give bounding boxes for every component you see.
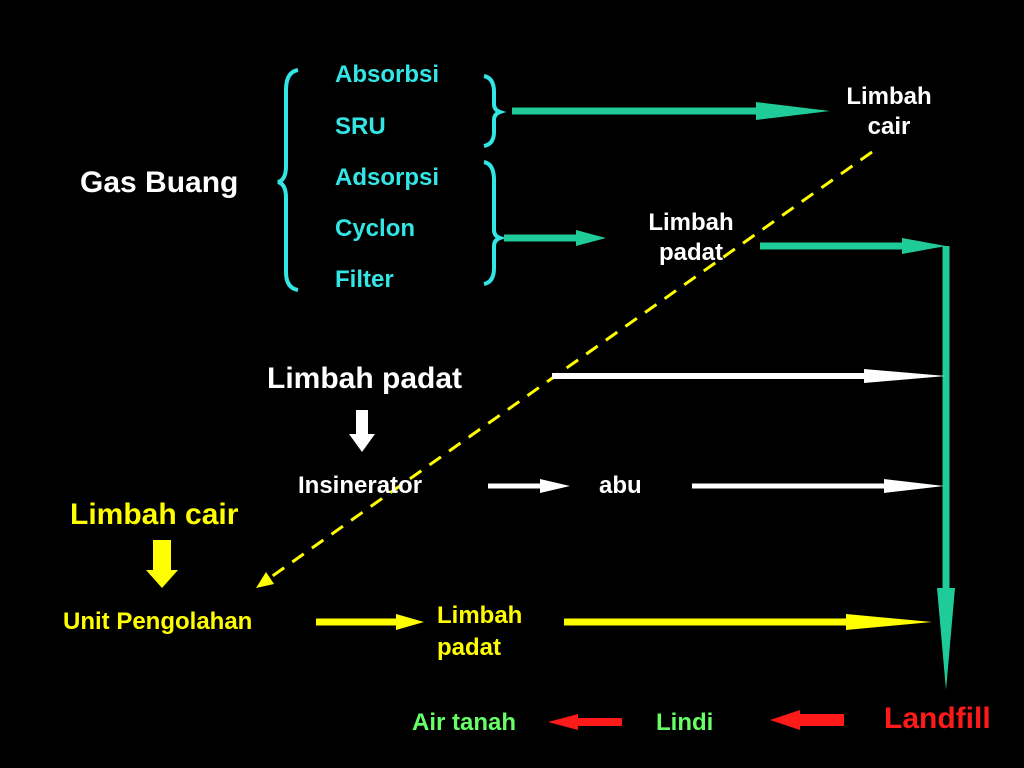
- arrow-down-to-landfill: [937, 246, 955, 690]
- label-process-absorbsi: Absorbsi: [335, 61, 440, 88]
- arrow-lindi-to-air-tanah: [548, 714, 622, 730]
- arrow-insinerator-to-abu: [488, 479, 570, 493]
- arrow-to-limbah-padat-top: [504, 230, 606, 246]
- brace-absorbsi-sru: [483, 74, 507, 148]
- label-process-adsorpsi: Adsorpsi: [335, 164, 440, 191]
- label-air-tanah: Air tanah: [412, 709, 517, 736]
- label-gas-buang: Gas Buang: [80, 166, 239, 199]
- label-landfill: Landfill: [884, 702, 991, 735]
- brace-adsorpsi-filter: [483, 160, 507, 286]
- label-process-sru: SRU: [335, 113, 386, 140]
- label-limbah-padat-top-line2: padat: [658, 239, 723, 266]
- arrow-down-to-insinerator: [349, 410, 375, 452]
- arrow-limbah-padat-to-landfill: [552, 369, 946, 383]
- label-lindi: Lindi: [656, 709, 714, 736]
- arrow-down-to-unit-pengolahan: [146, 540, 178, 588]
- label-process-cyclon: Cyclon: [335, 215, 416, 242]
- label-limbah-padat-mid: Limbah padat: [267, 362, 463, 395]
- arrow-limbah-padat-right: [760, 238, 946, 254]
- dashed-arrow-limbah-cair-to-unit: [256, 150, 873, 588]
- label-insinerator: Insinerator: [298, 472, 423, 499]
- label-limbah-cair-top: Limbah cair: [834, 82, 944, 142]
- label-process-filter: Filter: [335, 266, 394, 293]
- label-unit-pengolahan: Unit Pengolahan: [63, 608, 253, 635]
- label-limbah-padat-bottom: Limbah padat: [437, 600, 522, 664]
- label-limbah-cair-top-line1: Limbah: [846, 83, 932, 110]
- label-limbah-cair-left: Limbah cair: [70, 498, 239, 531]
- label-limbah-padat-top: Limbah padat: [636, 208, 746, 268]
- arrow-limbah-padat-to-landfill-bottom: [564, 614, 932, 630]
- label-abu: abu: [599, 472, 642, 499]
- label-limbah-padat-bottom-line2: padat: [437, 634, 502, 661]
- arrow-abu-to-landfill: [692, 479, 944, 493]
- brace-gas-buang: [277, 68, 299, 292]
- label-limbah-padat-top-line1: Limbah: [648, 209, 734, 236]
- arrow-unit-to-limbah-padat: [316, 614, 424, 630]
- arrow-to-limbah-cair: [512, 102, 830, 120]
- arrow-landfill-to-lindi: [770, 710, 844, 730]
- label-limbah-cair-top-line2: cair: [867, 113, 911, 140]
- label-limbah-padat-bottom-line1: Limbah: [437, 602, 523, 629]
